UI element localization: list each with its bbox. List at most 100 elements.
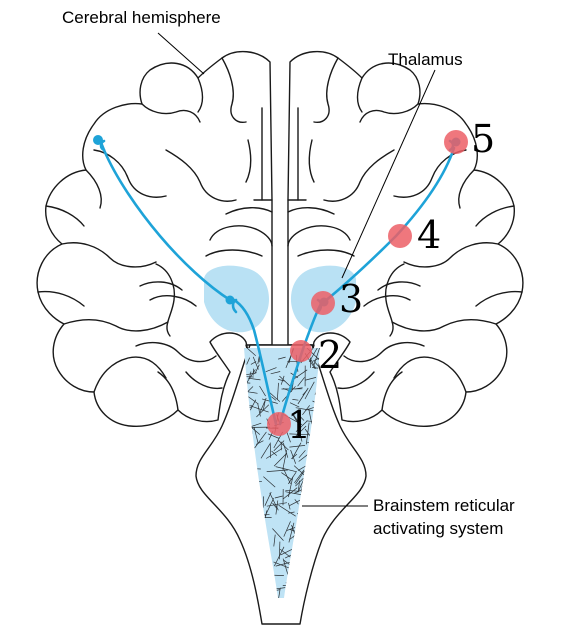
ras-fiber: [256, 404, 270, 418]
ras-fiber: [290, 449, 297, 464]
ras-fiber: [254, 364, 260, 375]
ras-fiber: [298, 480, 300, 491]
ras-fiber: [312, 357, 320, 362]
ras-fiber: [246, 357, 251, 365]
ras-fiber: [294, 469, 305, 484]
ras-fiber: [282, 442, 289, 458]
ras-fiber: [247, 391, 258, 394]
pathway-left-brainstem-thalamus: [232, 298, 278, 426]
ras-fiber: [309, 358, 317, 369]
ras-fiber: [267, 433, 280, 439]
ras-fiber: [297, 424, 303, 442]
ras-fiber: [268, 391, 281, 402]
ras-fiber: [262, 400, 266, 410]
ras-fiber: [257, 403, 261, 417]
ras-fiber: [270, 371, 281, 375]
lesion-site-3: [311, 291, 335, 315]
ras-fiber: [279, 375, 291, 387]
ras-fiber: [249, 399, 257, 411]
ras-fiber: [269, 492, 279, 511]
ras-fiber: [293, 414, 302, 426]
leader-thalamus: [341, 69, 436, 279]
ras-fiber: [293, 369, 308, 380]
label-cerebral-hemisphere: Cerebral hemisphere: [62, 8, 221, 27]
leader-cerebral-hemisphere: [157, 32, 205, 75]
ras-fiber: [259, 385, 266, 397]
ras-fiber: [266, 448, 283, 459]
ras-fiber: [295, 407, 316, 412]
ras-fiber: [266, 469, 288, 472]
ras-fiber: [278, 440, 289, 451]
ras-fiber: [295, 420, 308, 432]
lesion-site-1: [267, 412, 291, 436]
ras-fiber: [244, 348, 256, 356]
ras-fiber: [249, 371, 252, 378]
ras-fiber: [244, 574, 249, 582]
ras-fiber: [288, 476, 294, 498]
lesion-number-5: 5: [471, 117, 495, 161]
ras-fiber: [305, 422, 310, 445]
ras-fiber: [292, 399, 299, 401]
ras-fiber: [308, 408, 313, 426]
ras-fiber: [288, 522, 295, 543]
label-ras-line2: activating system: [373, 519, 503, 538]
ras-fiber: [274, 495, 283, 499]
lesion-number-1: 1: [287, 403, 311, 447]
lesion-number-4: 4: [417, 213, 441, 257]
ras-fiber: [289, 445, 306, 448]
ras-fiber: [298, 450, 306, 459]
ras-fiber: [282, 487, 298, 500]
ras-fiber: [299, 415, 305, 421]
ras-fiber: [289, 402, 300, 408]
ras-fiber: [289, 499, 301, 506]
ras-fiber: [266, 502, 287, 507]
ras-fiber: [273, 534, 276, 547]
ras-fiber: [288, 503, 291, 510]
lesion-number-3: 3: [339, 277, 363, 321]
ras-fiber: [286, 431, 291, 443]
lesion-site-2: [290, 340, 312, 362]
ras-fiber: [286, 527, 296, 531]
ras-fiber: [293, 425, 307, 439]
ras-fiber: [295, 470, 305, 485]
ras-fiber: [289, 433, 310, 436]
ras-fiber: [297, 377, 305, 387]
ras-fiber: [265, 510, 268, 518]
label-ras-line1: Brainstem reticular: [373, 496, 515, 515]
ras-fiber: [277, 382, 279, 400]
ras-fiber: [304, 381, 315, 400]
ras-fiber: [273, 440, 285, 452]
ras-fiber: [262, 496, 265, 508]
ras-fiber: [273, 452, 288, 467]
ras-fiber: [271, 396, 277, 401]
lesion-site-4: [388, 224, 412, 248]
ras-fiber: [263, 476, 276, 488]
lesion-number-2: 2: [318, 333, 342, 377]
ras-fiber: [282, 450, 288, 470]
ras-fiber: [285, 489, 299, 492]
ras-fiber: [247, 396, 259, 405]
ras-fiber: [272, 528, 284, 541]
ras-fiber: [291, 413, 302, 429]
ras-fiber: [278, 379, 286, 382]
ras-fiber: [245, 369, 256, 385]
ras-fiber: [275, 466, 297, 473]
pathway-left-thalamus-cortex: [98, 138, 232, 302]
ras-fiber: [259, 397, 267, 413]
ras-fiber: [305, 377, 317, 381]
ras-fiber: [278, 504, 296, 517]
ras-fiber: [278, 356, 286, 360]
ras-fiber: [260, 442, 271, 459]
ras-fiber: [291, 442, 302, 460]
label-thalamus: Thalamus: [388, 50, 463, 69]
ras-fiber: [279, 548, 291, 558]
lesion-site-5: [444, 130, 468, 154]
ras-fiber: [250, 405, 269, 413]
ras-fiber: [272, 502, 278, 509]
ras-fiber: [248, 377, 261, 381]
ras-fiber: [288, 511, 295, 514]
ras-fiber: [283, 521, 291, 537]
ras-fiber: [252, 356, 259, 370]
ras-fiber: [254, 431, 267, 449]
